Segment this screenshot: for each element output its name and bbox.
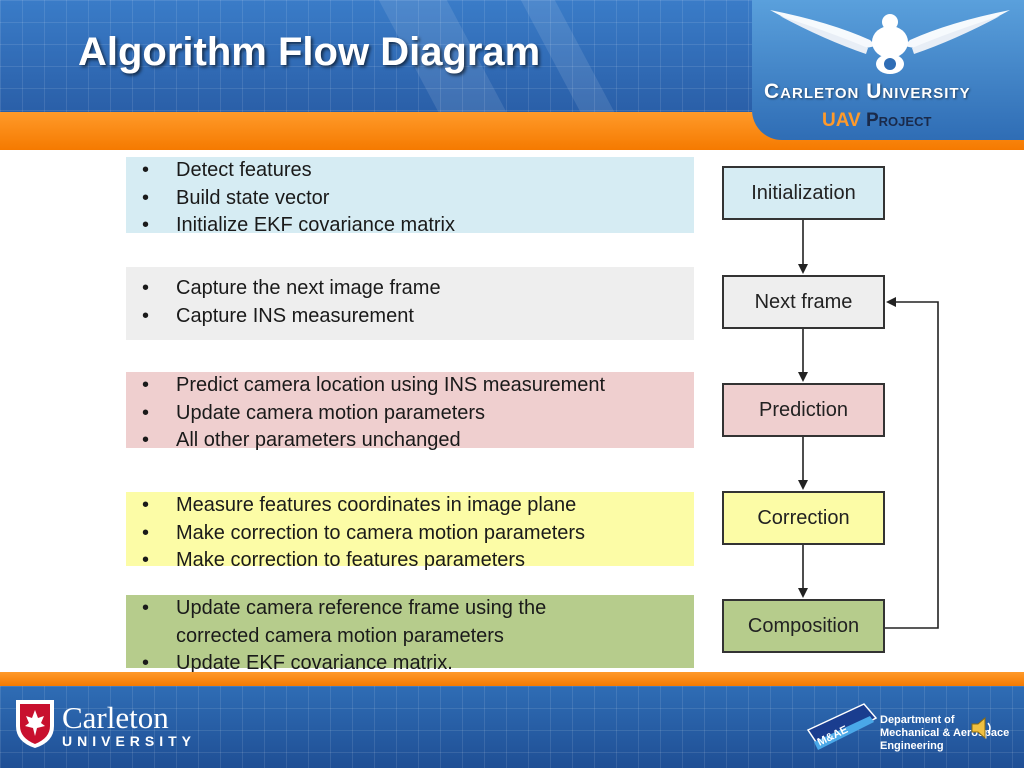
flow-node-prediction: Prediction [722, 383, 885, 437]
bullet-item: •Detect features [136, 157, 694, 185]
bullet-icon: • [142, 159, 150, 181]
project-label: Project [866, 110, 932, 131]
bullet-icon: • [142, 521, 150, 544]
bullet-icon: • [142, 374, 150, 396]
bullet-icon: • [142, 494, 150, 516]
bullet-item: •Predict camera location using INS measu… [136, 372, 694, 400]
bullet-item-continuation: corrected camera motion parameters [176, 624, 504, 647]
bullet-item: •Initialize EKF covariance matrix [136, 212, 694, 240]
bullet-icon: • [142, 304, 150, 327]
bullet-icon: • [142, 401, 150, 424]
step-description-initialization: •Detect features •Build state vector •In… [126, 157, 694, 236]
speaker-icon[interactable] [968, 714, 996, 742]
footer-orange-bar [0, 672, 1024, 686]
bullet-item: •Update camera reference frame using the [136, 595, 694, 623]
bullet-item: •Build state vector [136, 185, 694, 213]
flow-node-composition: Composition [722, 599, 885, 653]
bullet-item: •Make correction to camera motion parame… [136, 520, 694, 548]
footer-logo-subtitle: UNIVERSITY [62, 733, 197, 749]
flow-node-correction: Correction [722, 491, 885, 545]
bullet-item: •Update EKF covariance matrix. [136, 650, 694, 678]
step-description-next-frame: •Capture the next image frame •Capture I… [126, 267, 694, 340]
mae-badge-icon: M&AE [806, 703, 878, 750]
bullet-icon: • [142, 429, 150, 451]
project-name: UAV Project [822, 110, 931, 132]
step-description-composition: •Update camera reference frame using the… [126, 595, 694, 674]
bullet-icon: • [142, 549, 150, 571]
bullet-item: •Capture the next image frame [136, 275, 694, 303]
bullet-item: •Capture INS measurement [136, 303, 694, 331]
slide-title: Algorithm Flow Diagram [78, 30, 541, 74]
department-line: Department of [880, 714, 955, 726]
bullet-item: •All other parameters unchanged [136, 427, 694, 455]
project-accent: UAV [822, 110, 861, 131]
bullet-icon: • [142, 597, 150, 619]
arrow-loop-back [885, 297, 939, 629]
university-name: Carleton University [764, 80, 971, 103]
step-description-prediction: •Predict camera location using INS measu… [126, 372, 694, 451]
flow-node-initialization: Initialization [722, 166, 885, 220]
carleton-shield-icon [16, 700, 54, 748]
eagle-emblem-icon [770, 10, 1010, 74]
bullet-item: •Update camera motion parameters [136, 400, 694, 428]
flow-node-next-frame: Next frame [722, 275, 885, 329]
bullet-icon: • [142, 652, 150, 674]
bullet-icon: • [142, 214, 150, 236]
bullet-item: •Make correction to features parameters [136, 547, 694, 575]
bullet-icon: • [142, 186, 150, 209]
footer-logo-name: Carleton [62, 700, 169, 735]
bullet-item: •Measure features coordinates in image p… [136, 492, 694, 520]
bullet-icon: • [142, 277, 150, 299]
step-description-correction: •Measure features coordinates in image p… [126, 492, 694, 571]
department-line: Engineering [880, 740, 944, 752]
